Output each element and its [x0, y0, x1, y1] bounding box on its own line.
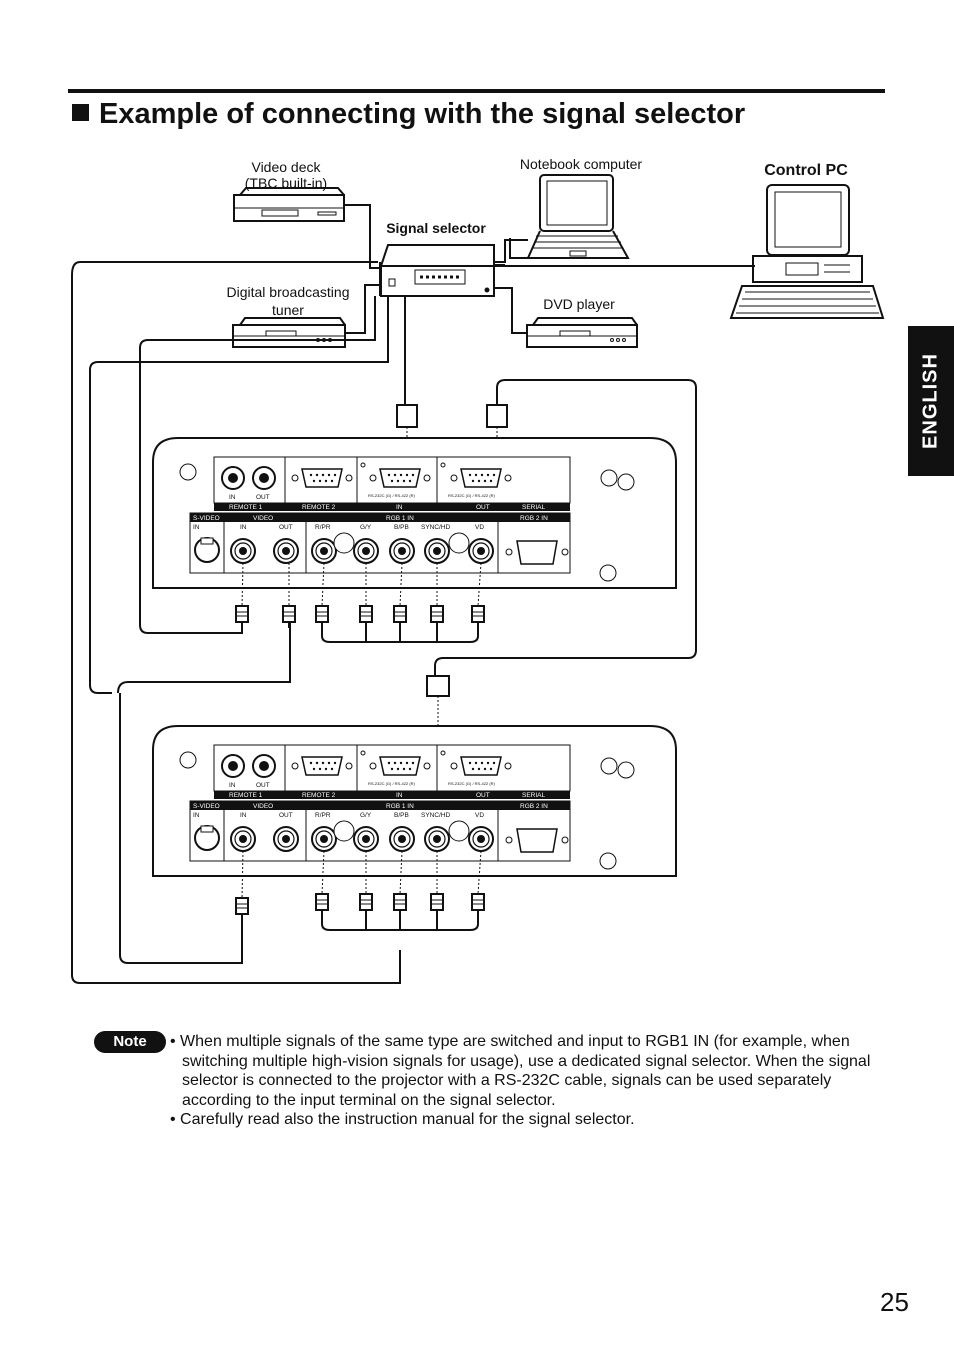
p1-remote2-label: REMOTE 2: [302, 504, 336, 511]
p1-video-label: VIDEO: [253, 515, 273, 522]
digital-tuner-label: Digital broadcasting tuner: [226, 284, 350, 318]
top-rule: [68, 89, 885, 93]
square-bullet-icon: [72, 104, 89, 121]
page-title-text: Example of connecting with the signal se…: [99, 98, 746, 130]
p1-serial-label: SERIAL: [522, 504, 546, 511]
p1-remote-in-label: IN: [229, 494, 236, 501]
page-number: 25: [880, 1287, 909, 1317]
video-deck-icon: [233, 187, 345, 222]
notebook-icon: [526, 174, 630, 259]
p2-serial-in-label: IN: [396, 792, 403, 799]
dvd-player-icon: [526, 317, 638, 348]
p1-bpb-label: B/PB: [394, 524, 409, 531]
p2-remote-out-label: OUT: [256, 782, 270, 789]
p1-rpr-label: R/PR: [315, 524, 331, 531]
p1-rs232-in-label: RS-232C (G) / RS-422 (R): [368, 493, 416, 498]
page-title: Example of connecting with the signal se…: [72, 98, 745, 131]
control-pc-icon: [729, 184, 885, 319]
p1-svideo-in-label: IN: [193, 524, 200, 531]
p2-rs232-in-label: RS-232C (G) / RS-422 (R): [368, 781, 416, 786]
note-text: • When multiple signals of the same type…: [170, 1032, 885, 1130]
p2-gy-label: G/Y: [360, 812, 372, 819]
p2-rgb2-label: RGB 2 IN: [520, 803, 548, 810]
p1-svideo-label: S-VIDEO: [193, 515, 220, 522]
p2-remote2-label: REMOTE 2: [302, 792, 336, 799]
projector-panel-2: [153, 726, 676, 876]
p2-remote-in-label: IN: [229, 782, 236, 789]
p2-serial-out-label: OUT: [476, 792, 490, 799]
rgb-cables-1: [235, 562, 485, 643]
p2-serial-label: SERIAL: [522, 792, 546, 799]
language-tab: ENGLISH: [908, 326, 954, 476]
digital-tuner-icon: [232, 317, 346, 348]
p1-remote1-label: REMOTE 1: [229, 504, 263, 511]
p1-rgb2-label: RGB 2 IN: [520, 515, 548, 522]
p2-remote1-label: REMOTE 1: [229, 792, 263, 799]
note-badge: Note: [94, 1031, 166, 1053]
p2-svideo-label: S-VIDEO: [193, 803, 220, 810]
p2-rpr-label: R/PR: [315, 812, 331, 819]
p2-synchd-label: SYNC/HD: [421, 812, 451, 819]
p2-vd-label: VD: [475, 812, 484, 819]
p1-rgb1-label: RGB 1 IN: [386, 515, 414, 522]
projector-panel-1: [153, 438, 676, 588]
dvd-player-label: DVD player: [543, 296, 615, 312]
p2-rgb1-label: RGB 1 IN: [386, 803, 414, 810]
p1-video-in-label: IN: [240, 524, 247, 531]
note-item-1: • When multiple signals of the same type…: [170, 1033, 871, 1109]
p2-video-in-label: IN: [240, 812, 247, 819]
p1-gy-label: G/Y: [360, 524, 372, 531]
rgb-cables-2: [235, 850, 485, 931]
p1-rs232-out-label: RS-232C (G) / RS-422 (R): [448, 493, 496, 498]
signal-selector-label: Signal selector: [386, 220, 486, 236]
p1-video-out-label: OUT: [279, 524, 293, 531]
p2-svideo-in-label: IN: [193, 812, 200, 819]
signal-selector-icon: [380, 244, 495, 297]
p2-video-label: VIDEO: [253, 803, 273, 810]
p1-synchd-label: SYNC/HD: [421, 524, 451, 531]
p1-vd-label: VD: [475, 524, 484, 531]
note-item-2: • Carefully read also the instruction ma…: [170, 1111, 635, 1128]
p2-video-out-label: OUT: [279, 812, 293, 819]
p1-serial-in-label: IN: [396, 504, 403, 511]
p1-remote-out-label: OUT: [256, 494, 270, 501]
p1-serial-out-label: OUT: [476, 504, 490, 511]
p2-rs232-out-label: RS-232C (G) / RS-422 (R): [448, 781, 496, 786]
control-pc-label: Control PC: [764, 162, 848, 179]
p2-bpb-label: B/PB: [394, 812, 409, 819]
notebook-label: Notebook computer: [519, 156, 643, 172]
